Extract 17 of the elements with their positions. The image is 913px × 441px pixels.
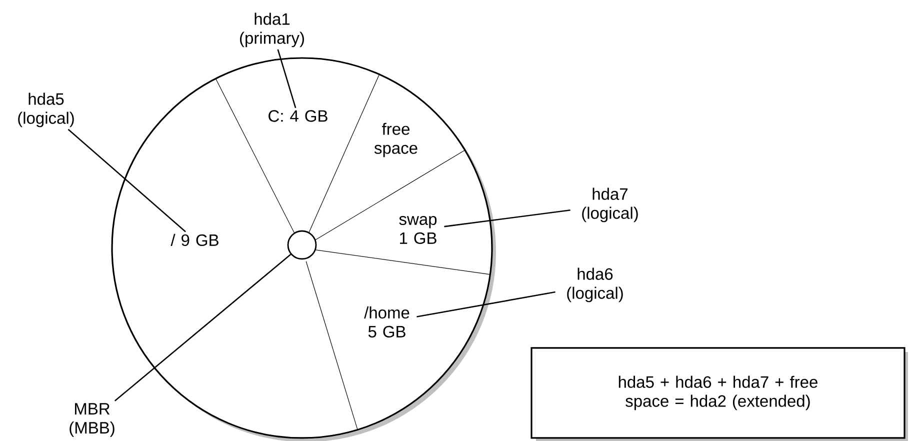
partition-slice: free space xyxy=(374,122,418,158)
partition-slice: / 9 GB xyxy=(170,234,218,246)
leader-line xyxy=(444,210,570,228)
partition-label: MBR (MBB) xyxy=(70,403,114,437)
leader-line xyxy=(114,254,292,402)
partition-slice: swap 1 GB xyxy=(399,216,437,244)
partition-label: hda1 (primary) xyxy=(240,12,304,48)
partition-label: hda6 (logical) xyxy=(567,268,623,302)
note-box: hda5 + hda6 + hda7 + free space = hda2 (extended) xyxy=(530,347,908,441)
leader-line xyxy=(68,128,186,232)
partition-label: hda7 (logical) xyxy=(582,188,638,222)
partition-slice: C: 4 GB xyxy=(268,110,328,122)
partition-label: hda5 (logical) xyxy=(18,92,74,128)
leader-line xyxy=(277,49,296,108)
partition-slice: /home 5 GB xyxy=(364,306,410,338)
center-circle xyxy=(287,230,317,260)
leader-line xyxy=(416,291,556,318)
